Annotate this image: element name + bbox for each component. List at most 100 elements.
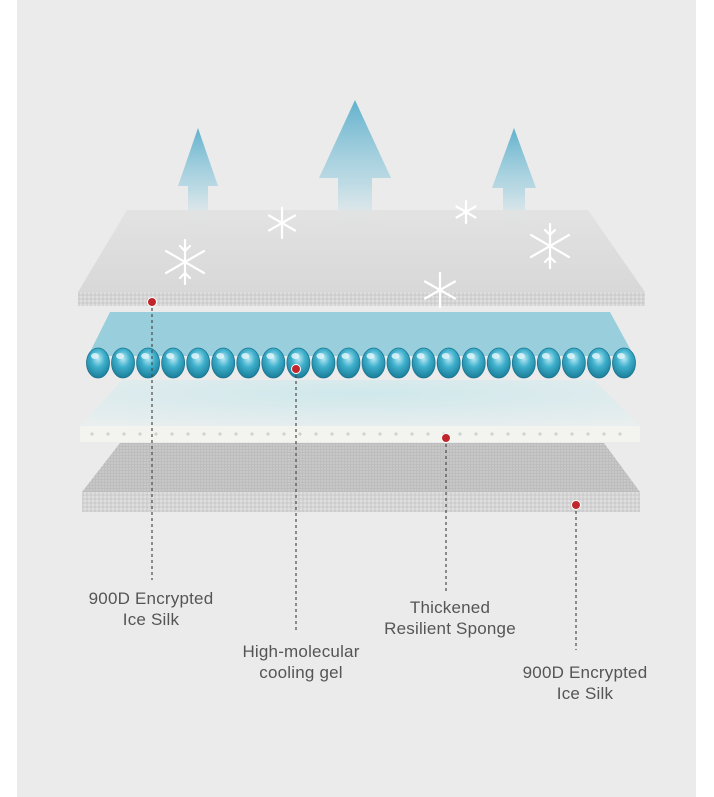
gel-tube-highlight	[291, 353, 300, 359]
sponge-hole	[522, 432, 526, 436]
gel-tube	[486, 347, 511, 379]
sponge-hole	[202, 432, 206, 436]
label-line: Ice Silk	[122, 610, 180, 629]
gel-tube	[336, 347, 361, 379]
gel-tube-highlight	[617, 353, 625, 359]
sponge-hole	[314, 432, 318, 436]
sponge-hole	[282, 432, 286, 436]
gel-tube-highlight	[491, 353, 500, 359]
gel-tube-highlight	[466, 353, 475, 359]
label-line: cooling gel	[259, 663, 343, 682]
sponge-hole	[490, 432, 494, 436]
bottom-ice-silk-layer	[82, 443, 640, 512]
gel-tube-highlight	[91, 353, 99, 359]
label-line: Ice Silk	[556, 684, 614, 703]
gel-tube	[536, 347, 561, 379]
gel-tube-highlight	[516, 353, 525, 359]
sponge-hole	[602, 432, 606, 436]
gel-tubes	[86, 347, 636, 379]
gel-tube	[261, 347, 286, 379]
sponge-hole	[394, 432, 398, 436]
sponge-hole	[90, 432, 94, 436]
gel-tube-highlight	[316, 353, 325, 359]
gel-tube	[386, 347, 411, 379]
sponge-hole	[250, 432, 254, 436]
gel-tube-highlight	[416, 353, 425, 359]
sponge-hole	[330, 432, 334, 436]
gel-tube	[436, 347, 461, 379]
gel-tube-highlight	[216, 353, 225, 359]
marker-gel	[291, 364, 301, 374]
gel-tube	[136, 347, 160, 379]
label-resilient-sponge: Thickened Resilient Sponge	[384, 597, 516, 639]
sponge-hole	[538, 432, 542, 436]
sponge-hole	[426, 432, 430, 436]
snowflakes	[164, 199, 571, 309]
sponge-hole	[506, 432, 510, 436]
gel-tube	[461, 347, 486, 379]
gel-tube-highlight	[566, 353, 575, 359]
gel-tube	[511, 347, 536, 379]
gel-tube	[161, 347, 186, 379]
snowflake-icon	[423, 271, 457, 309]
label-top-ice-silk: 900D Encrypted Ice Silk	[89, 588, 214, 630]
cooling-gel-layer	[86, 312, 636, 379]
gel-tube	[236, 347, 261, 379]
label-line: 900D Encrypted	[522, 663, 648, 682]
sponge-hole	[458, 432, 462, 436]
gel-tube-highlight	[341, 353, 350, 359]
gel-tube	[587, 347, 611, 379]
label-bottom-ice-silk: 900D Encrypted Ice Silk	[523, 662, 648, 704]
gel-tube	[86, 347, 110, 379]
sponge-hole	[234, 432, 238, 436]
gel-tube	[311, 347, 336, 379]
sponge-hole	[586, 432, 590, 436]
top-ice-silk-layer	[78, 210, 645, 306]
marker-top-silk	[147, 297, 157, 307]
sponge-hole	[410, 432, 414, 436]
sponge-hole	[186, 432, 190, 436]
sponge-hole	[170, 432, 174, 436]
gel-tube	[186, 347, 211, 379]
sponge-hole	[266, 432, 270, 436]
gel-tube	[612, 347, 636, 379]
sponge-hole	[218, 432, 222, 436]
gel-tube-highlight	[391, 353, 400, 359]
label-line: Thickened	[409, 598, 491, 617]
sponge-hole	[122, 432, 126, 436]
sponge-hole	[378, 432, 382, 436]
gel-tube-highlight	[241, 353, 250, 359]
snowflake-icon	[529, 222, 571, 270]
sponge-hole	[106, 432, 110, 436]
gel-tube-highlight	[116, 353, 125, 359]
gel-tube-highlight	[591, 353, 600, 359]
arrow-right-icon	[492, 128, 536, 236]
sponge-hole	[570, 432, 574, 436]
sponge-hole	[474, 432, 478, 436]
label-cooling-gel: High-molecular cooling gel	[242, 641, 359, 683]
gel-tube-highlight	[141, 353, 150, 359]
gel-tube-highlight	[191, 353, 200, 359]
label-line: Resilient Sponge	[384, 619, 516, 638]
gel-tube	[286, 347, 311, 379]
label-line: High-molecular	[242, 642, 360, 661]
snowflake-icon	[267, 206, 297, 240]
marker-sponge	[441, 433, 451, 443]
label-line: 900D Encrypted	[88, 589, 214, 608]
sponge-hole	[618, 432, 622, 436]
snowflake-icon	[455, 199, 477, 225]
gel-tube	[562, 347, 586, 379]
gel-tube-highlight	[441, 353, 450, 359]
sponge-hole	[154, 432, 158, 436]
marker-bottom-silk	[571, 500, 581, 510]
gel-tube-highlight	[266, 353, 275, 359]
gel-tube	[361, 347, 386, 379]
gel-tube	[211, 347, 236, 379]
sponge-holes	[90, 432, 622, 436]
airflow-arrows	[178, 100, 536, 240]
gel-tube-highlight	[541, 353, 550, 359]
sponge-hole	[346, 432, 350, 436]
arrow-left-icon	[178, 128, 218, 232]
gel-tube	[411, 347, 436, 379]
